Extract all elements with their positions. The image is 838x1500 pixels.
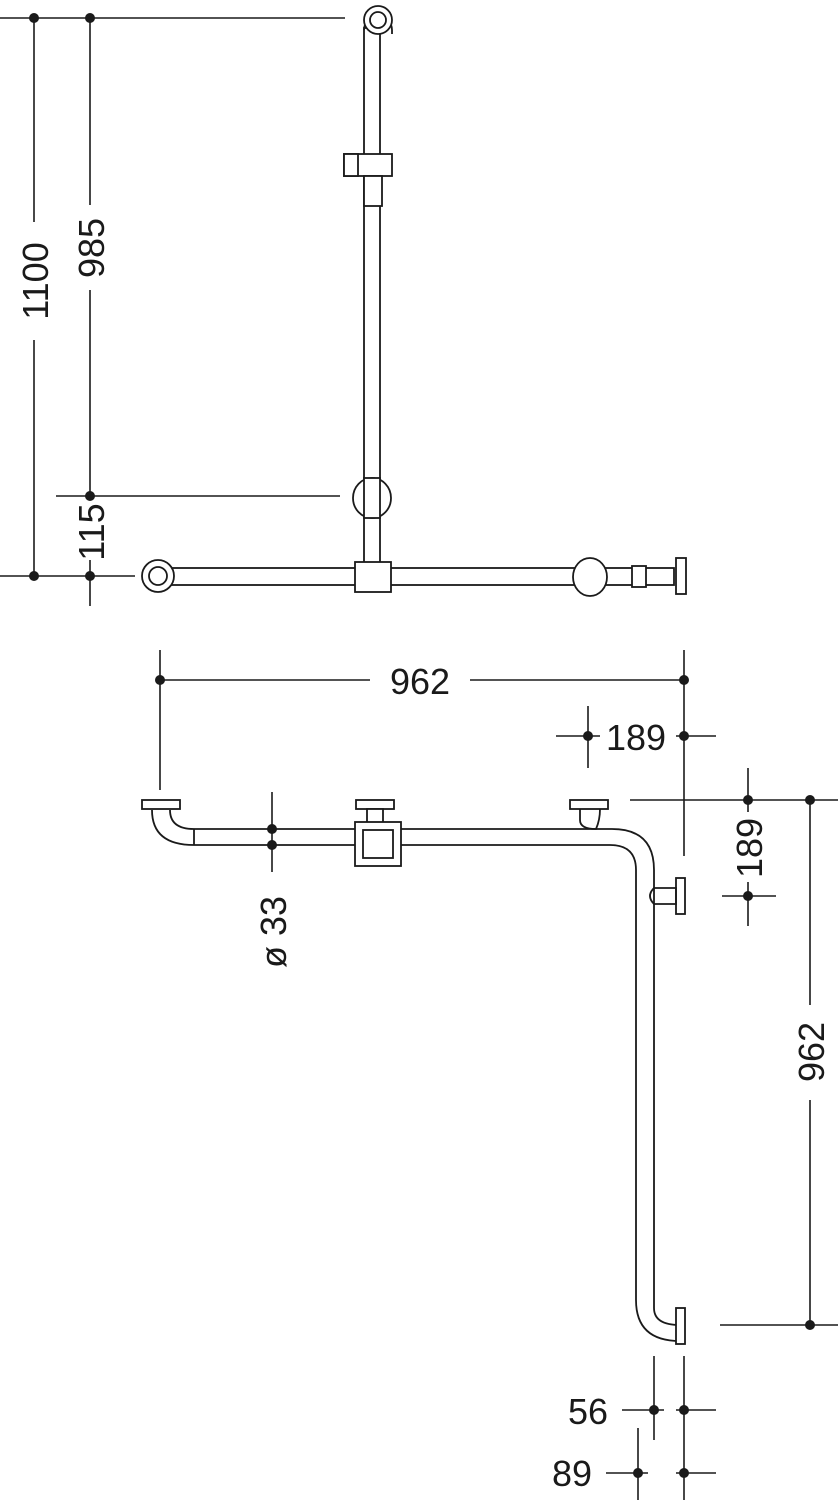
plan-flange-middle [355, 799, 395, 810]
end-fitting [631, 565, 647, 588]
dim-89-node-left [633, 1468, 643, 1478]
dim-189-side-node-top [743, 795, 753, 805]
end-wall-plate [675, 557, 687, 595]
plan-side-flange-top [675, 877, 686, 915]
plan-corner-outer [611, 828, 681, 1326]
dim-1100-node-bottom [29, 571, 39, 581]
label-115: 115 [71, 503, 112, 560]
dim-89-node-right [679, 1468, 689, 1478]
plan-side-flange-bottom [675, 1307, 686, 1345]
dim-962-node-right [679, 675, 689, 685]
front-dimensions: 1100 985 115 [0, 13, 345, 606]
dim-115-node [85, 571, 95, 581]
riser-through-flange [363, 477, 381, 519]
dim-962-side-node-bottom [805, 1320, 815, 1330]
plan-shower-holder-inner [362, 829, 394, 859]
label-189-top: 189 [606, 717, 666, 758]
dim-56-node-right [679, 1405, 689, 1415]
t-connector [354, 561, 392, 593]
top-wall-flange-inner [369, 11, 387, 29]
dim-1100-node-top [29, 13, 39, 23]
plan-side-post-top [649, 887, 677, 905]
label-1100: 1100 [15, 242, 56, 319]
front-elevation [141, 5, 687, 597]
dim-985-node-top [85, 13, 95, 23]
dim-diameter-node-bottom [267, 840, 277, 850]
left-wall-flange-inner [148, 566, 168, 586]
label-56: 56 [568, 1391, 608, 1432]
dim-189-side-node-bottom [743, 891, 753, 901]
label-189-side: 189 [729, 818, 770, 878]
plan-flange-right [569, 799, 609, 810]
plan-view [141, 799, 686, 1345]
plan-dimensions: 962 189 189 962 ø 33 56 [155, 650, 838, 1500]
label-diameter: ø 33 [253, 896, 294, 968]
shower-holder-knob [343, 153, 359, 177]
dim-diameter-node-top [267, 824, 277, 834]
plan-corner-inner [609, 844, 681, 1342]
label-985: 985 [71, 218, 112, 278]
label-962-side: 962 [791, 1022, 832, 1082]
dim-985-node-bottom [85, 491, 95, 501]
dim-189-top-node-left [583, 731, 593, 741]
plan-post-right [579, 808, 601, 830]
dim-962-side-node-top [805, 795, 815, 805]
right-wall-flange [572, 557, 608, 597]
label-962-width: 962 [390, 661, 450, 702]
plan-flange-left [141, 799, 181, 810]
shower-holder-clamp [363, 175, 383, 207]
dim-962-node-left [155, 675, 165, 685]
dim-189-top-node-right [679, 731, 689, 741]
label-89: 89 [552, 1453, 592, 1494]
dim-56-node-left [649, 1405, 659, 1415]
